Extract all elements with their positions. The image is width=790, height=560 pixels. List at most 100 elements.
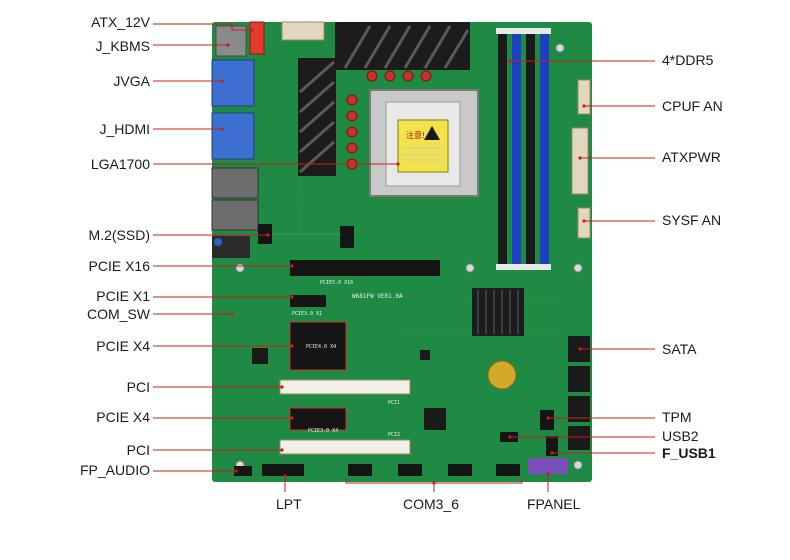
svg-text:PCI2: PCI2 <box>388 432 400 438</box>
slot-pcie16 <box>290 260 440 276</box>
leader-dot-fpaudio <box>234 469 238 473</box>
callout-pciex4a: PCIE X4 <box>96 338 150 354</box>
leader-dot-ddr5 <box>508 59 512 63</box>
leader-dot-lga1700 <box>396 162 400 166</box>
vga-connector <box>211 59 255 107</box>
callout-atxpwr: ATXPWR <box>662 149 721 165</box>
callout-atx12v: ATX_12V <box>91 14 150 30</box>
leader-dot-fusb1 <box>550 451 554 455</box>
lpt-header <box>262 464 304 476</box>
callout-leaders <box>153 23 655 492</box>
callout-com36: COM3_6 <box>403 496 460 512</box>
leader-dot-comsw <box>230 312 234 316</box>
callout-lga1700: LGA1700 <box>90 156 150 172</box>
svg-text:PCIE4.0 X4: PCIE4.0 X4 <box>306 344 336 350</box>
sata-3 <box>568 396 590 422</box>
leader-dot-com36 <box>432 481 436 485</box>
leader-dot-jvga <box>220 79 224 83</box>
leader-dot-jhdmi <box>220 127 224 131</box>
svg-text:PCIE3.0 X4: PCIE3.0 X4 <box>308 428 338 434</box>
vrm-heatsinks <box>298 22 470 176</box>
callout-sata: SATA <box>662 341 697 357</box>
callout-pci-a: PCI <box>126 379 150 395</box>
leader-dot-pciex4b <box>290 416 294 420</box>
leader-dot-sata <box>578 347 582 351</box>
usb-stack-1 <box>211 167 259 199</box>
atxpwr-connector <box>571 127 589 195</box>
svg-text:PCIE5.0 X16: PCIE5.0 X16 <box>320 280 353 286</box>
top-power-header <box>281 21 325 41</box>
fusb1-header <box>546 436 558 456</box>
leader-dot-atx12v <box>250 28 254 32</box>
com-header-2 <box>398 464 422 476</box>
com-header-4 <box>496 464 520 476</box>
ics <box>252 348 446 430</box>
leader-dot-m2ssd <box>266 233 270 237</box>
leader-dot-usb2 <box>508 435 512 439</box>
callout-pciex16: PCIE X16 <box>88 258 150 274</box>
warning-label: 注意! <box>406 130 425 140</box>
slot-pcie4b <box>289 407 347 431</box>
cpufan-header <box>577 79 591 115</box>
slot-pci2 <box>279 439 411 455</box>
callout-fpanel: FPANEL <box>527 496 581 512</box>
right-headers <box>568 79 591 450</box>
slot-pci1 <box>279 379 411 395</box>
fpanel-header <box>528 458 568 474</box>
leader-dot-atxpwr <box>578 156 582 160</box>
io-panel <box>211 21 265 258</box>
svg-text:PCIE3.0 X1: PCIE3.0 X1 <box>292 311 322 317</box>
callout-jvga: JVGA <box>113 73 150 89</box>
leader-dot-pciex16 <box>290 264 294 268</box>
callout-pciex4b: PCIE X4 <box>96 409 150 425</box>
leader-dot-pci_b <box>280 448 284 452</box>
callout-sysfan: SYSF AN <box>662 212 722 228</box>
m2-slot <box>258 224 354 248</box>
callout-jhdmi: J_HDMI <box>99 121 150 137</box>
sata-4 <box>568 426 590 450</box>
callout-pci-b: PCI <box>126 442 150 458</box>
leader-dot-tpm <box>546 416 550 420</box>
callout-ddr5: 4*DDR5 <box>662 52 714 68</box>
callout-lpt: LPT <box>276 496 302 512</box>
kbms-connector <box>215 25 247 57</box>
callout-cpufan: CPUF AN <box>662 98 723 114</box>
audio-jack-blue <box>214 238 222 246</box>
cmos-battery <box>487 360 517 390</box>
leader-dot-pciex4a <box>290 344 294 348</box>
callout-fpaudio: FP_AUDIO <box>79 462 150 478</box>
callout-comsw: COM_SW <box>87 306 150 322</box>
callout-fusb1: F_USB1 <box>662 445 716 461</box>
slot-pcie4a <box>289 321 347 371</box>
hdmi-connector <box>211 112 255 160</box>
callout-jkbms: J_KBMS <box>95 38 150 54</box>
leader-dot-sysfan <box>582 219 586 223</box>
callout-m2ssd: M.2(SSD) <box>88 227 150 243</box>
svg-text:PCI1: PCI1 <box>388 400 400 406</box>
fp-audio-header <box>234 466 252 476</box>
expansion-slots: PCIE5.0 X16 PCIE3.0 X1 PCIE4.0 X4 PCI1 P… <box>279 260 440 455</box>
chokes <box>346 70 432 170</box>
tpm-header <box>540 410 554 430</box>
usb-stack-2 <box>211 199 259 231</box>
pch-heatsink <box>472 288 524 336</box>
sysfan-header <box>577 207 591 239</box>
sata-2 <box>568 366 590 392</box>
leader-dot-jkbms <box>226 43 230 47</box>
leader-dot-lpt <box>283 474 287 478</box>
ddr5-slots <box>496 28 551 270</box>
leader-dot-pciex1 <box>290 295 294 299</box>
leader-dot-cpufan <box>582 104 586 108</box>
leader-dot-pci_a <box>280 385 284 389</box>
callout-tpm: TPM <box>662 409 692 425</box>
leader-dot-fpanel <box>546 472 550 476</box>
leader-atx12v <box>153 23 252 31</box>
atx12v-connector <box>249 21 265 55</box>
slot-pcie1 <box>290 295 326 307</box>
callout-pciex1: PCIE X1 <box>96 288 150 304</box>
com-header-3 <box>448 464 472 476</box>
com-header-1 <box>348 464 372 476</box>
board-model: W681FW VER1.0A <box>352 293 403 300</box>
